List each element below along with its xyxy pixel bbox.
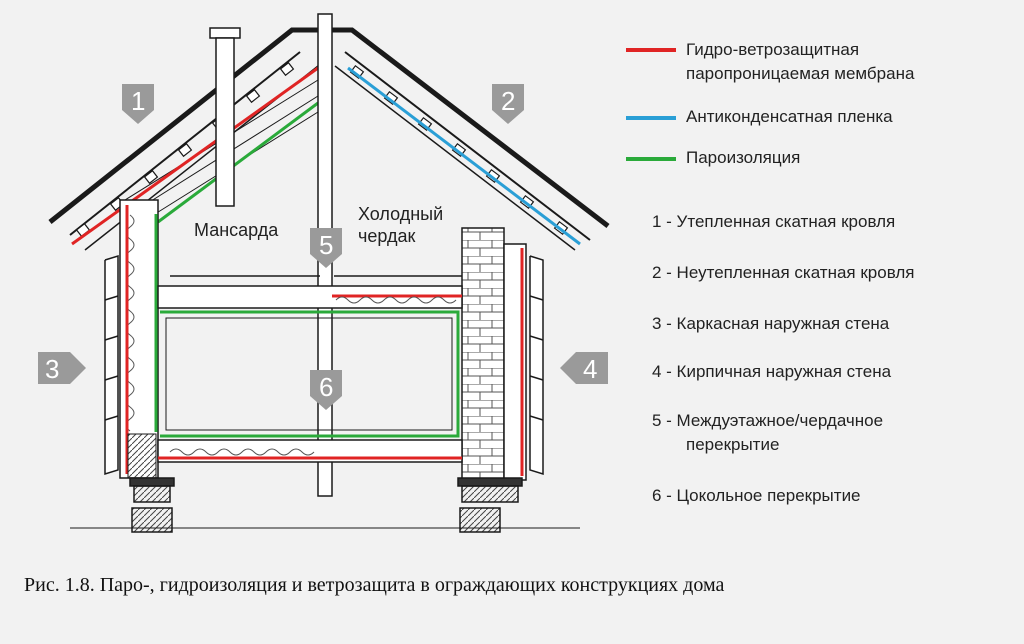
figure-caption: Рис. 1.8. Паро-, гидроизоляция и ветроза… — [24, 574, 725, 596]
key-item-5-line2: перекрытие — [686, 435, 780, 454]
key-item-5-line1: 5 - Междуэтажное/чердачное — [652, 411, 884, 430]
badge-6: 6 — [310, 370, 342, 410]
key-item-4: 4 - Кирпичная наружная стена — [652, 362, 892, 381]
badge-4: 4 — [560, 352, 608, 384]
legend-vapor: Пароизоляция — [686, 148, 801, 167]
roof-outline — [48, 27, 610, 251]
legend-membrane-line2: паропроницаемая мембрана — [686, 64, 915, 83]
attic-floor — [157, 275, 463, 309]
svg-text:6: 6 — [319, 372, 333, 402]
svg-text:5: 5 — [319, 230, 333, 260]
foundations — [70, 477, 580, 533]
key-item-6: 6 - Цокольное перекрытие — [652, 486, 861, 505]
brick-wall — [461, 227, 527, 481]
svg-text:1: 1 — [131, 86, 145, 116]
left-roof-membrane — [71, 66, 319, 246]
badge-5: 5 — [310, 228, 342, 268]
svg-text:3: 3 — [45, 354, 59, 384]
svg-text:2: 2 — [501, 86, 515, 116]
chimney — [209, 27, 241, 207]
key-item-1: 1 - Утепленная скатная кровля — [652, 212, 896, 231]
key-item-3: 3 - Каркасная наружная стена — [652, 314, 890, 333]
frame-wall — [119, 199, 159, 479]
legend-film: Антиконденсатная пленка — [686, 107, 893, 126]
right-siding — [529, 255, 544, 476]
legend-swatch-vapor — [626, 157, 676, 161]
badge-3: 3 — [38, 352, 86, 384]
svg-text:4: 4 — [583, 354, 597, 384]
ground-floor — [157, 439, 463, 463]
label-cold-attic-line2: чердак — [358, 226, 416, 246]
badge-1: 1 — [122, 84, 154, 124]
legend-swatch-film — [626, 116, 676, 120]
badge-2: 2 — [492, 84, 524, 124]
right-roof-film — [347, 66, 581, 246]
room-vapor-barrier — [160, 310, 460, 438]
label-mansard: Мансарда — [194, 220, 279, 240]
legend-membrane-line1: Гидро-ветрозащитная — [686, 40, 860, 59]
left-siding — [104, 254, 119, 476]
left-roof-vapor-barrier — [157, 101, 319, 224]
legend-swatch-membrane — [626, 48, 676, 52]
key-item-2: 2 - Неутепленная скатная кровля — [652, 263, 915, 282]
room-outline — [165, 317, 453, 431]
label-cold-attic-line1: Холодный — [358, 204, 444, 224]
